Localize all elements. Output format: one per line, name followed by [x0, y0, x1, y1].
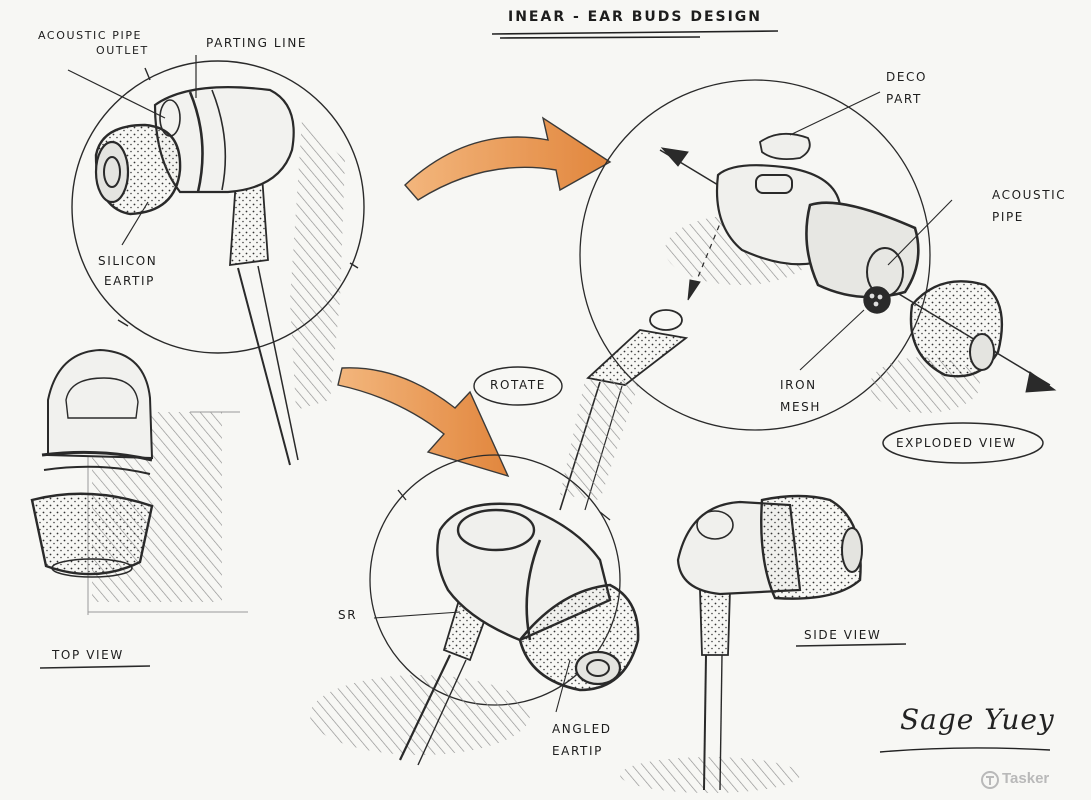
rotate-arrow-upper	[404, 116, 612, 201]
callout-acoustic-pipe-line1: ACOUSTIC	[992, 188, 1067, 202]
callout-deco-part-line1: DECO	[886, 70, 928, 84]
watermark-logo-icon	[981, 771, 999, 789]
exploded-view-sketch	[579, 79, 1057, 464]
callout-top-view: TOP VIEW	[52, 648, 124, 662]
detail-view-sketch	[67, 55, 365, 466]
callout-iron-mesh-line2: MESH	[780, 400, 821, 414]
callout-exploded-view: EXPLODED VIEW	[896, 436, 1017, 450]
artist-signature: Sage Yuey	[900, 703, 1055, 736]
rotate-arrow-lower	[337, 367, 510, 478]
rotated-view-sketch	[310, 309, 689, 766]
callout-angled-eartip-line2: EARTIP	[552, 744, 603, 758]
callout-deco-part-line2: PART	[886, 92, 922, 106]
sheet-title: INEAR - EAR BUDS DESIGN	[508, 9, 763, 25]
callout-sr: SR	[338, 608, 358, 622]
side-view-sketch	[620, 494, 907, 793]
signature-flourish	[879, 747, 1051, 753]
callout-iron-mesh-line1: IRON	[780, 378, 817, 392]
callout-silicon-eartip-line1: SILICON	[98, 254, 158, 268]
callout-side-view: SIDE VIEW	[804, 628, 882, 642]
callout-acoustic-pipe-outlet-line1: ACOUSTIC PIPE	[38, 29, 143, 42]
top-view-sketch	[30, 348, 248, 669]
title-underline	[491, 30, 779, 39]
callout-acoustic-pipe-outlet-line2: OUTLET	[96, 44, 149, 57]
callout-parting-line: PARTING LINE	[206, 36, 308, 50]
callout-rotate: ROTATE	[490, 378, 546, 392]
callout-silicon-eartip-line2: EARTIP	[104, 274, 155, 288]
callout-angled-eartip-line1: ANGLED	[552, 722, 612, 736]
watermark-text: Tasker	[1002, 770, 1050, 787]
callout-acoustic-pipe-line2: PIPE	[992, 210, 1024, 224]
